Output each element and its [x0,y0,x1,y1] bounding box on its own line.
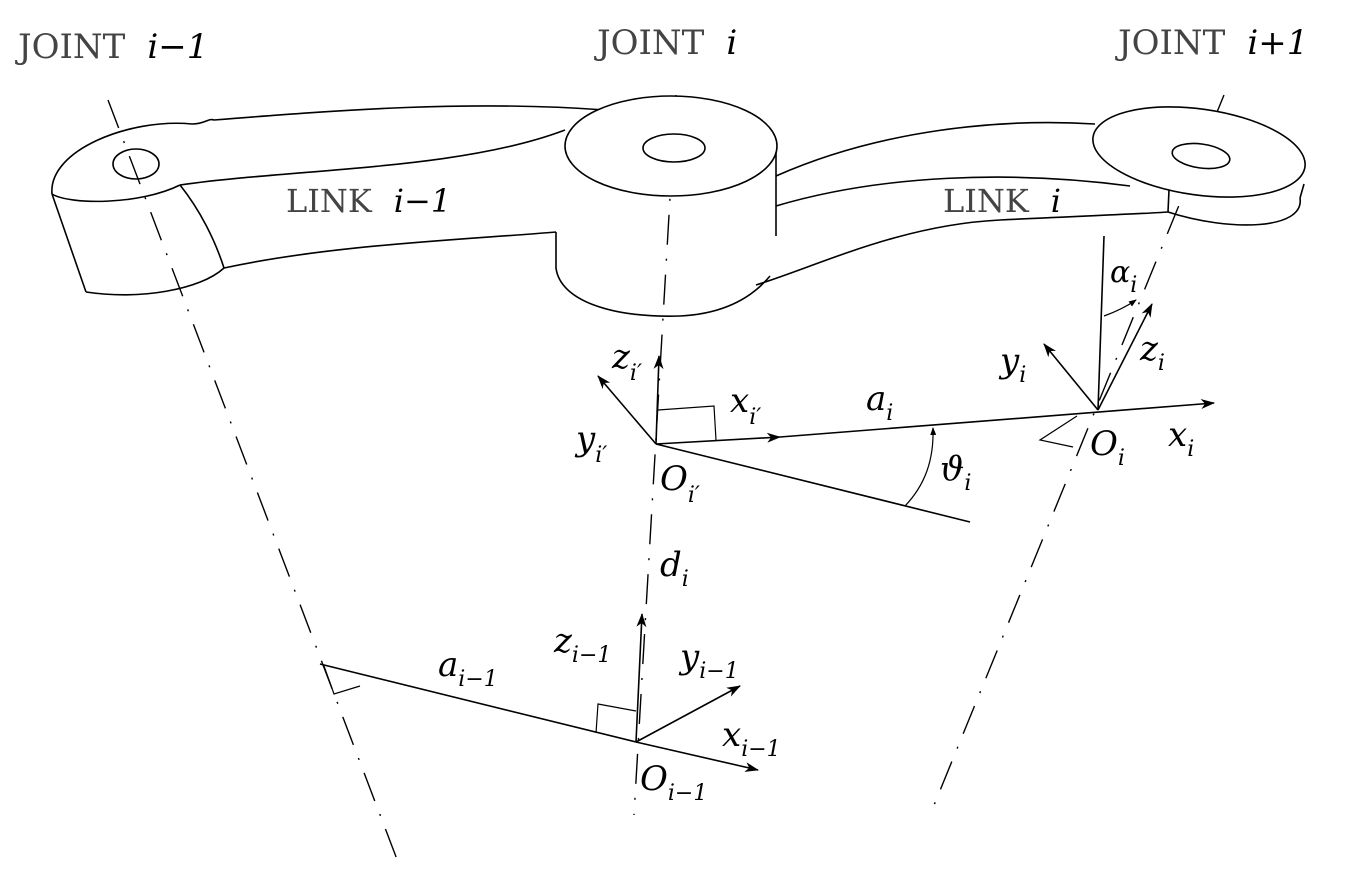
label-a-i: ai [866,379,893,426]
joint-label-prev: JOINT i−1 [15,27,208,67]
label-y-i-prime: yi′ [574,419,607,468]
label-theta-i: ϑi [940,449,971,496]
label-z-i-prime: zi′ [611,337,642,386]
label-x-i-prime: xi′ [730,381,761,430]
frame-i [1038,235,1153,448]
label-y-i-minus-1: yi−1 [678,637,739,684]
joint-hole-next [1171,142,1231,170]
joint-hole-prev [112,148,160,180]
link-label-prev: LINK i−1 [286,182,451,220]
label-o-i-prime: Oi′ [660,459,700,508]
label-o-i-minus-1: Oi−1 [640,759,707,806]
joint-hole-curr [642,133,706,163]
frame-i-minus-1 [319,613,759,772]
label-x-i: xi [1168,415,1194,462]
link-prev-body [51,105,606,296]
label-z-i: zi [1139,329,1165,376]
label-x-i-minus-1: xi−1 [722,715,781,762]
frame-i-prime [597,355,1215,523]
label-d-i: di [660,545,689,592]
joint-cylinder-curr [555,95,778,317]
label-alpha-i: αi [1110,255,1137,298]
joint-axis-curr [633,94,677,816]
label-y-i: yi [998,341,1026,388]
label-a-i-minus-1: ai−1 [438,645,498,692]
link-label-curr: LINK i [943,182,1061,220]
joint-axis-next [929,94,1225,816]
label-z-i-minus-1: zi−1 [553,621,611,668]
joint-label-curr: JOINT i [594,23,737,63]
link-curr-body [755,106,1306,286]
joint-label-next: JOINT i+1 [1115,23,1308,63]
label-o-i: Oi [1090,424,1125,471]
joint-axis-prev [107,99,399,863]
